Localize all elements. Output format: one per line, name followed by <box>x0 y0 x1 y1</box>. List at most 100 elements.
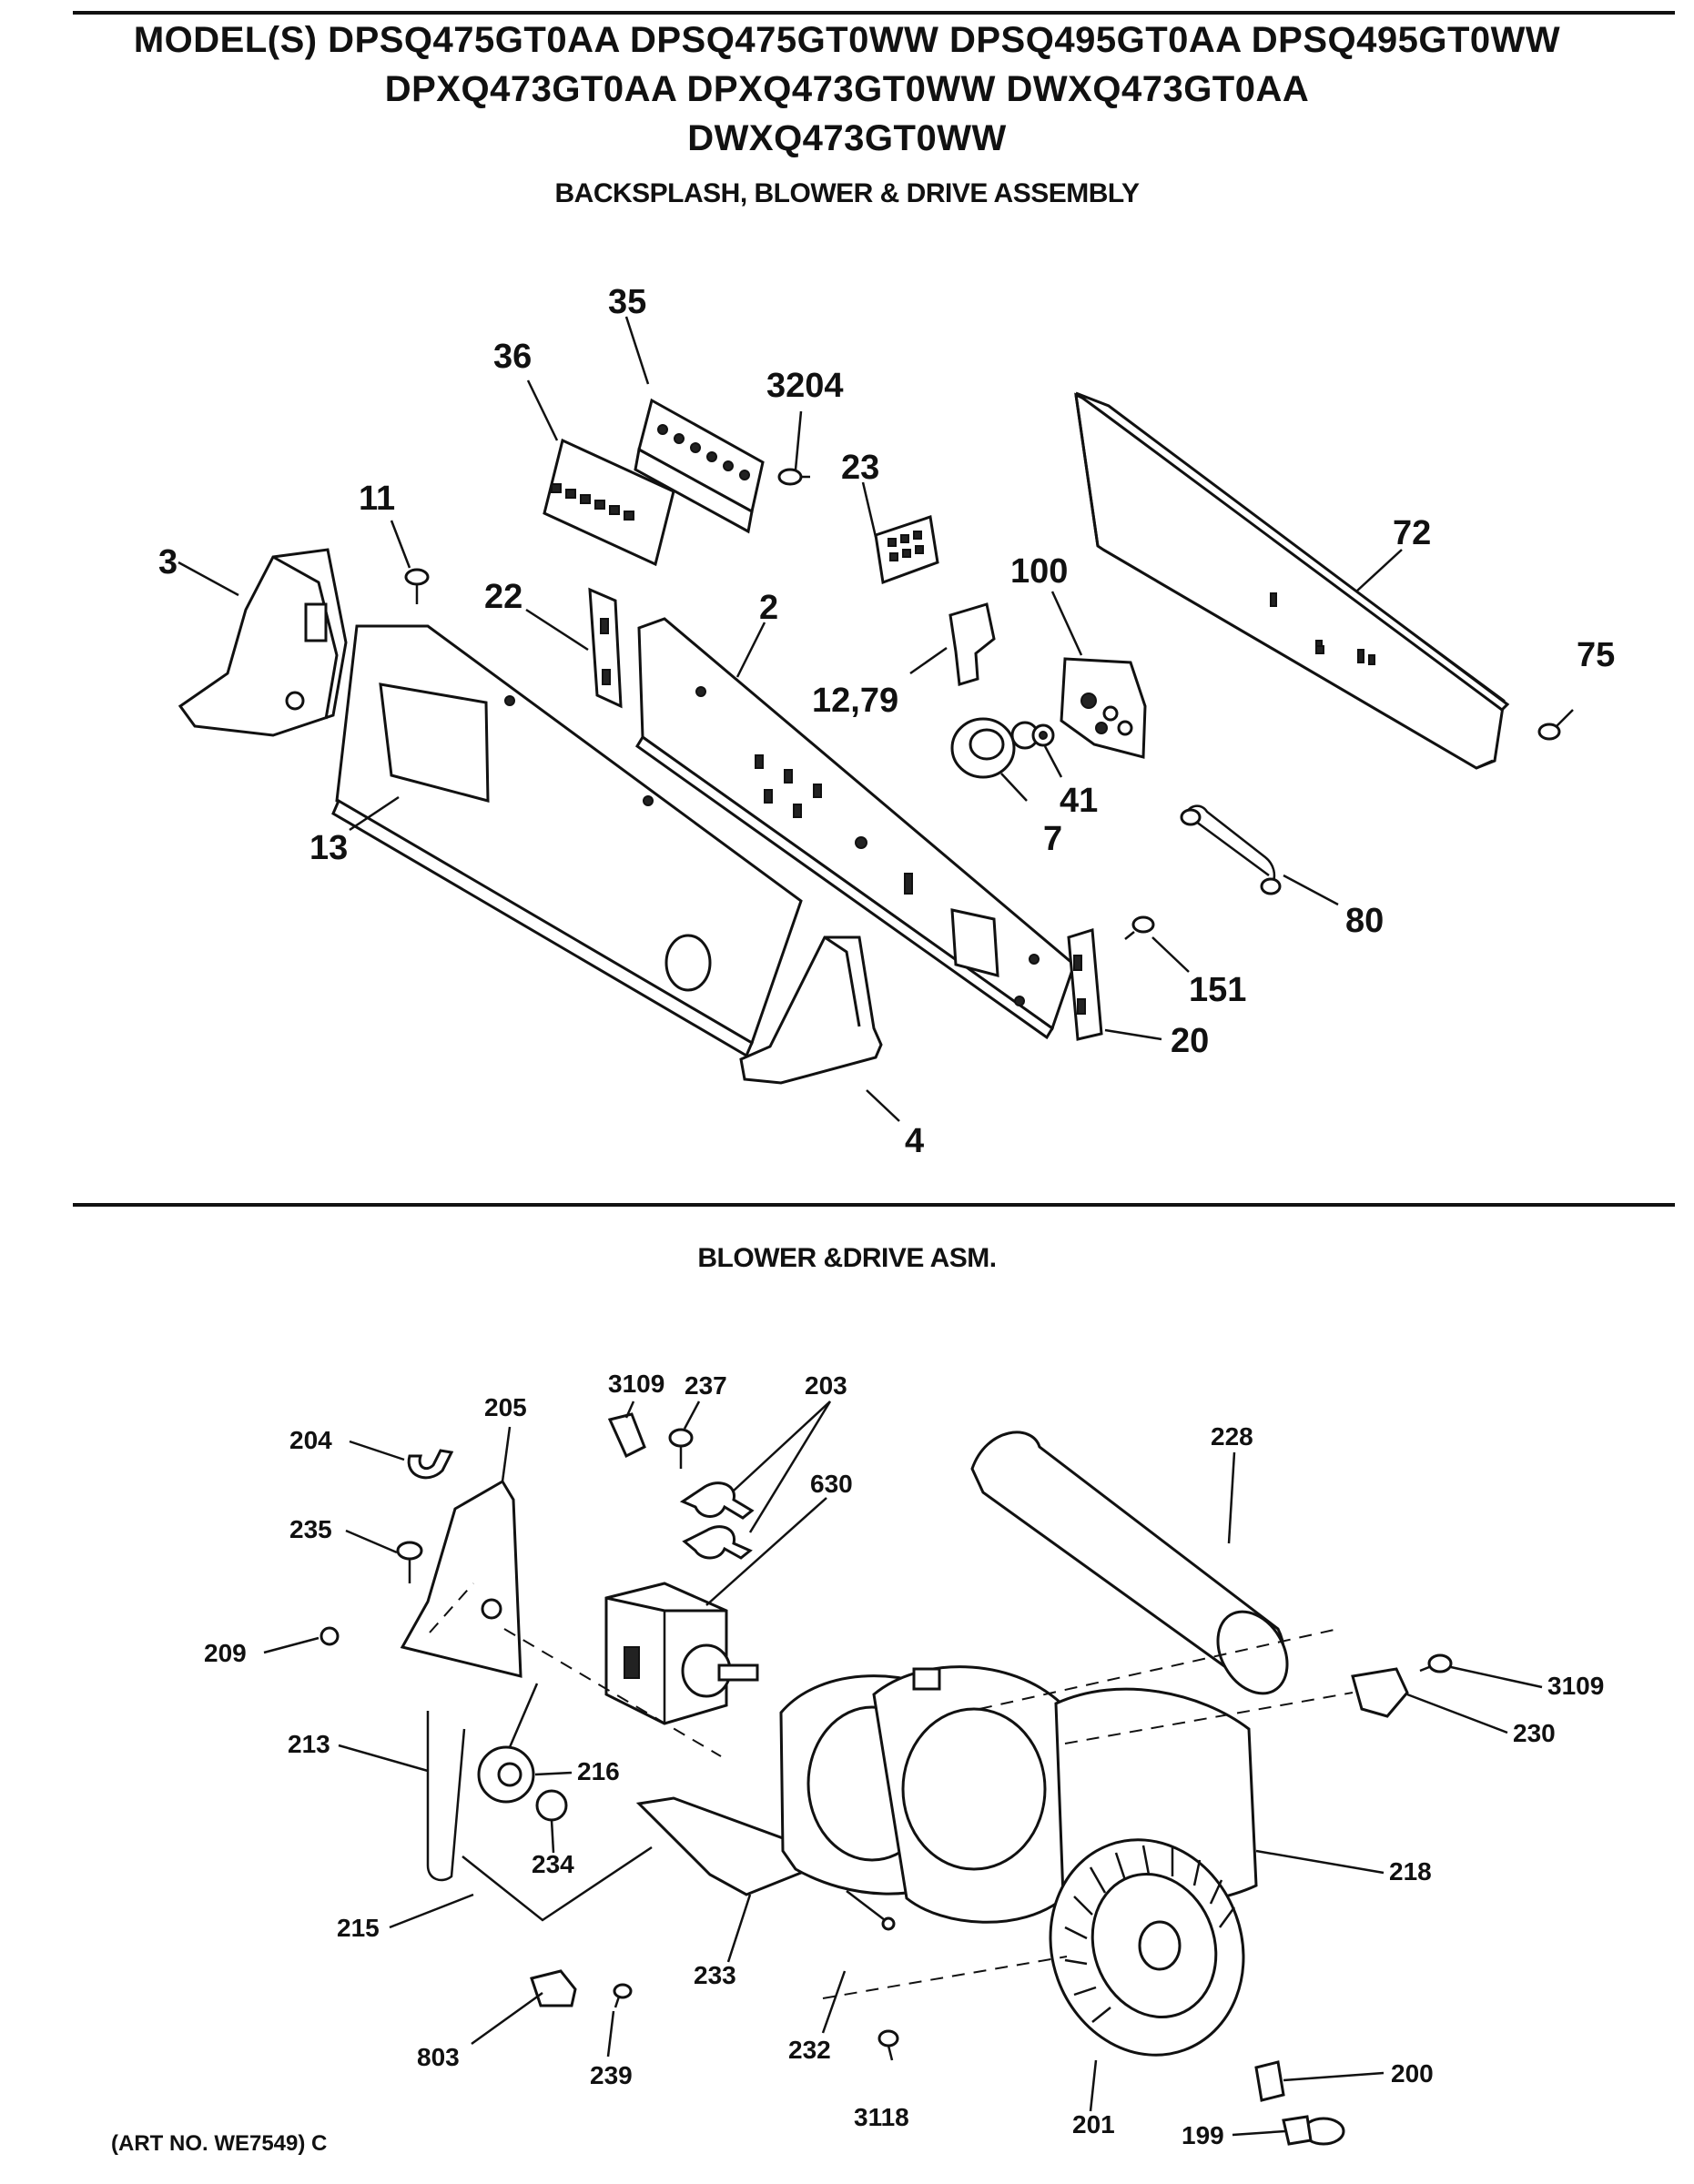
label-630: 630 <box>810 1470 853 1498</box>
part-36-overlay <box>543 438 675 567</box>
part-205-bracket <box>400 1479 522 1678</box>
label-239: 239 <box>590 2061 633 2089</box>
label-237: 237 <box>685 1371 727 1400</box>
part-199-bolt <box>1282 2115 1345 2146</box>
part-209-nut <box>320 1626 340 1646</box>
label-12-79: 12,79 <box>812 682 898 720</box>
label-209: 209 <box>204 1639 247 1667</box>
upper-leaders <box>178 316 1403 1122</box>
models-line-3: DWXQ473GT0WW <box>687 118 1007 158</box>
part-232-pin <box>846 1890 896 1931</box>
label-2: 2 <box>759 589 778 627</box>
part-204-clip <box>407 1449 454 1480</box>
label-205: 205 <box>484 1393 527 1421</box>
part-630-motor-timer <box>604 1582 759 1725</box>
section-title: BACKSPLASH, BLOWER & DRIVE ASSEMBLY <box>554 178 1140 208</box>
part-22-bracket <box>588 587 623 709</box>
part-11-screw <box>404 568 430 604</box>
label-230: 230 <box>1513 1719 1556 1747</box>
part-41-spring <box>1031 723 1055 747</box>
part-234-idler <box>535 1789 568 1822</box>
label-11: 11 <box>359 480 395 518</box>
part-80-harness <box>1180 804 1282 895</box>
label-3109-top: 3109 <box>608 1370 664 1398</box>
lower-section-title: BLOWER &DRIVE ASM. <box>697 1243 997 1273</box>
part-72-rear-panel <box>1074 391 1510 770</box>
models-line-2: DPXQ473GT0AA DPXQ473GT0WW DWXQ473GT0AA <box>384 69 1310 109</box>
lower-alignment-lines <box>429 1582 1354 1999</box>
part-3118-screw <box>877 2029 899 2061</box>
label-75: 75 <box>1577 636 1615 674</box>
label-215: 215 <box>337 1914 380 1942</box>
part-13-console-panel <box>331 624 803 1058</box>
label-36: 36 <box>493 338 532 376</box>
part-201-blower-wheel <box>1049 1838 1245 2057</box>
label-41: 41 <box>1060 782 1098 820</box>
part-3-end-cap <box>178 548 348 737</box>
label-200: 200 <box>1391 2059 1434 2088</box>
part-239-screw <box>613 1983 633 2008</box>
part-2-control-panel <box>634 617 1076 1040</box>
label-151: 151 <box>1189 971 1246 1009</box>
label-232: 232 <box>788 2036 831 2064</box>
label-23: 23 <box>841 449 879 487</box>
label-22: 22 <box>484 578 522 616</box>
label-3: 3 <box>158 543 178 581</box>
part-213-belt <box>426 1711 466 1882</box>
part-35-keypad <box>634 398 765 534</box>
upper-labels: 35 36 3204 23 11 3 22 2 72 100 75 12,79 … <box>158 283 1615 1160</box>
label-20: 20 <box>1171 1022 1209 1060</box>
part-100-switch <box>1060 657 1147 759</box>
label-218: 218 <box>1389 1857 1432 1886</box>
label-204: 204 <box>289 1426 332 1454</box>
label-199: 199 <box>1182 2121 1224 2149</box>
part-151-screw <box>1124 915 1155 940</box>
part-23-chip <box>874 515 939 585</box>
label-234: 234 <box>532 1850 574 1878</box>
top-rule <box>73 11 1675 15</box>
lower-labels: 205 3109 237 203 204 228 630 235 209 310… <box>204 1370 1604 2149</box>
label-216: 216 <box>577 1757 620 1785</box>
part-228-duct <box>970 1431 1289 1695</box>
part-237-screw <box>668 1428 694 1469</box>
models-line-1: MODEL(S) DPSQ475GT0AA DPSQ475GT0WW DPSQ4… <box>133 20 1561 60</box>
part-230-bracket <box>1351 1667 1409 1718</box>
part-803-switch <box>530 1969 577 2007</box>
label-213: 213 <box>288 1730 330 1758</box>
part-4-end-cap <box>739 935 883 1085</box>
label-35: 35 <box>608 283 646 321</box>
part-3109-bolt-left <box>607 1412 646 1459</box>
label-80: 80 <box>1345 902 1384 940</box>
section-divider <box>73 1203 1675 1207</box>
part-7-knob <box>950 717 1040 779</box>
part-75-screw <box>1537 709 1574 741</box>
label-203: 203 <box>805 1371 847 1400</box>
art-number: (ART NO. WE7549) C <box>111 2131 328 2156</box>
part-203-clips <box>679 1481 755 1560</box>
part-3204-screw <box>777 468 810 486</box>
part-12-79-clip <box>948 602 996 686</box>
part-20-end-bracket <box>1067 928 1103 1041</box>
label-235: 235 <box>289 1515 332 1543</box>
label-4: 4 <box>905 1122 924 1160</box>
label-13: 13 <box>309 829 348 867</box>
label-233: 233 <box>694 1961 736 1989</box>
label-201: 201 <box>1072 2110 1115 2138</box>
label-3109-right: 3109 <box>1547 1672 1604 1700</box>
part-216-pulley <box>477 1683 539 1804</box>
part-235-screw <box>396 1541 423 1583</box>
lower-leaders <box>263 1400 1543 2137</box>
part-215-spring <box>462 1845 653 1922</box>
label-3118: 3118 <box>854 2103 909 2131</box>
part-200-clip <box>1254 2060 1285 2102</box>
part-233-support <box>635 1796 804 1896</box>
label-72: 72 <box>1393 514 1431 552</box>
label-100: 100 <box>1010 552 1068 591</box>
label-803: 803 <box>417 2043 460 2071</box>
label-7: 7 <box>1043 820 1062 858</box>
part-3109-bolt-right <box>1419 1653 1453 1673</box>
label-3204: 3204 <box>766 367 844 405</box>
label-228: 228 <box>1211 1422 1253 1451</box>
